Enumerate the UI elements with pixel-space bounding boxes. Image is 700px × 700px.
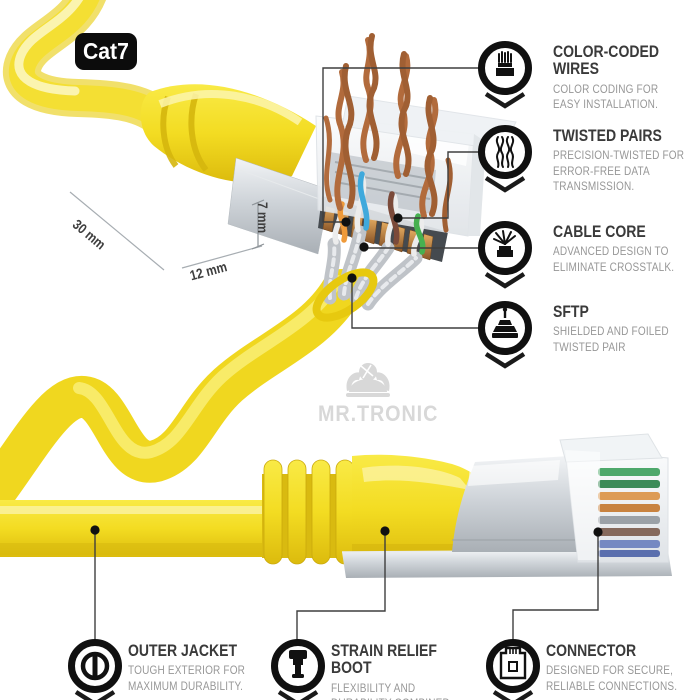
dimension-lines	[69, 191, 265, 271]
feature-title: CABLE CORE	[553, 223, 646, 241]
feature-description: ADVANCED DESIGN TO ELIMINATE CROSSTALK.	[553, 244, 675, 274]
feature-description: COLOR CODING FOR EASY INSTALLATION.	[553, 81, 659, 112]
top-cable	[3, 0, 177, 135]
feature-description: DESIGNED FOR SECURE, RELIABLE CONNECTION…	[546, 663, 678, 693]
feature-title: STRAIN RELIEF BOOT	[331, 642, 437, 678]
feature-title: CONNECTOR	[546, 642, 637, 660]
category-badge-label: Cat7	[83, 38, 129, 64]
feature-description: TOUGH EXTERIOR FOR MAXIMUM DURABILITY.	[128, 663, 246, 693]
dimension-label-height: 7 mm	[255, 202, 271, 234]
feature-title: OUTER JACKET	[128, 642, 238, 660]
strain-relief-boot-icon	[271, 639, 325, 700]
callout-lines	[94, 67, 599, 640]
feature-sftp: SFTP SHIELDED AND FOILED TWISTED PAIR	[553, 303, 698, 355]
feature-description: FLEXIBILITY AND DURABILITY COMBINED	[331, 680, 450, 700]
feature-cable-core: CABLE CORE ADVANCED DESIGN TO ELIMINATE …	[553, 223, 698, 275]
bottom-cable-assembly	[0, 433, 672, 578]
feature-title: COLOR-CODED WIRES	[553, 43, 659, 79]
feature-strain-relief-boot: STRAIN RELIEF BOOT FLEXIBILITY AND DURAB…	[331, 642, 476, 700]
cable-core-icon	[478, 221, 532, 289]
twisted-pairs-icon	[478, 125, 532, 193]
feature-twisted-pairs: TWISTED PAIRS PRECISION-TWISTED FOR ERRO…	[553, 127, 698, 195]
category-badge: Cat7	[75, 33, 137, 70]
outer-jacket-icon	[68, 639, 122, 700]
feature-description: PRECISION-TWISTED FOR ERROR-FREE DATA TR…	[553, 148, 685, 194]
feature-color-coded-wires: COLOR-CODED WIRES COLOR CODING FOR EASY …	[553, 43, 698, 113]
callout-dots	[90, 213, 603, 537]
feature-connector: CONNECTOR DESIGNED FOR SECURE, RELIABLE …	[546, 642, 691, 694]
sftp-icon	[478, 301, 532, 369]
feature-description: SHIELDED AND FOILED TWISTED PAIR	[553, 324, 669, 354]
feature-title: TWISTED PAIRS	[553, 127, 662, 145]
stripped-cable	[0, 33, 453, 516]
feature-outer-jacket: OUTER JACKET TOUGH EXTERIOR FOR MAXIMUM …	[128, 642, 273, 694]
feature-title: SFTP	[553, 303, 589, 321]
brand-logo-icon	[333, 360, 403, 407]
color-coded-wires-icon	[478, 41, 532, 109]
connector-icon	[486, 639, 540, 700]
